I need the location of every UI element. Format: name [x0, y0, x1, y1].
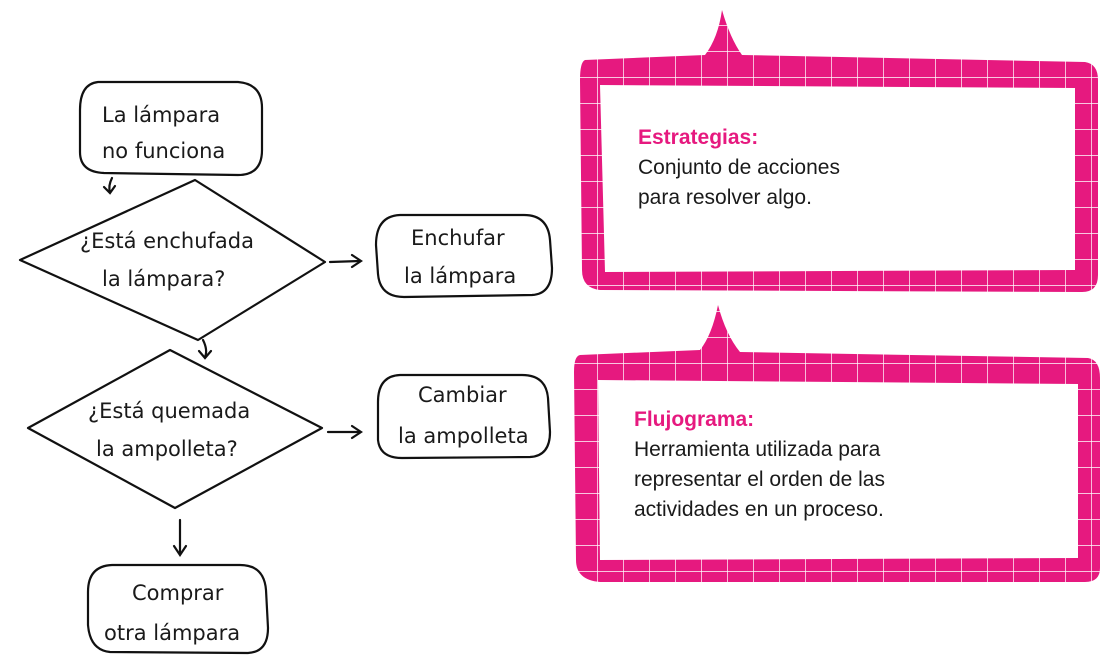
definition-flujograma-term: Flujograma:	[634, 408, 755, 431]
arrow-decision2-to-action2	[326, 424, 363, 440]
end-line-2: otra lámpara	[104, 621, 240, 645]
action-2-line-1: Cambiar	[418, 383, 507, 407]
end-node	[86, 563, 270, 655]
decision-2-line-1: ¿Está quemada	[88, 399, 250, 423]
definition-flujograma-text: Herramienta utilizada para representar e…	[634, 438, 885, 521]
arrow-start-to-decision1	[102, 176, 117, 195]
action-1-line-1: Enchufar	[411, 226, 505, 250]
action-2-node	[376, 373, 552, 460]
action-1-node	[374, 213, 554, 299]
start-line-2: no funciona	[102, 139, 225, 163]
flujograma-frame	[574, 305, 1100, 582]
decision-1-line-1: ¿Está enchufada	[80, 229, 254, 253]
arrow-decision1-to-decision2	[197, 338, 213, 360]
definition-flujograma: Flujograma: Herramienta utilizada para r…	[634, 405, 885, 525]
definition-estrategias-term: Estrategias:	[638, 126, 759, 149]
decision-1-line-2: la lámpara?	[102, 267, 225, 291]
arrow-decision2-to-end	[172, 518, 188, 557]
decision-1-diamond	[18, 178, 327, 342]
start-node	[78, 80, 264, 177]
estrategias-frame	[580, 10, 1098, 292]
decision-2-line-2: la ampolleta?	[96, 437, 238, 461]
end-line-1: Comprar	[132, 581, 224, 605]
arrow-decision1-to-action1	[328, 253, 363, 269]
action-1-line-2: la lámpara	[404, 264, 516, 288]
decision-2-diamond	[26, 348, 324, 510]
action-2-line-2: la ampolleta	[398, 424, 529, 448]
definition-estrategias-text: Conjunto de acciones para resolver algo.	[638, 156, 840, 209]
start-line-1: La lámpara	[102, 103, 220, 127]
definition-estrategias: Estrategias: Conjunto de acciones para r…	[638, 123, 840, 213]
